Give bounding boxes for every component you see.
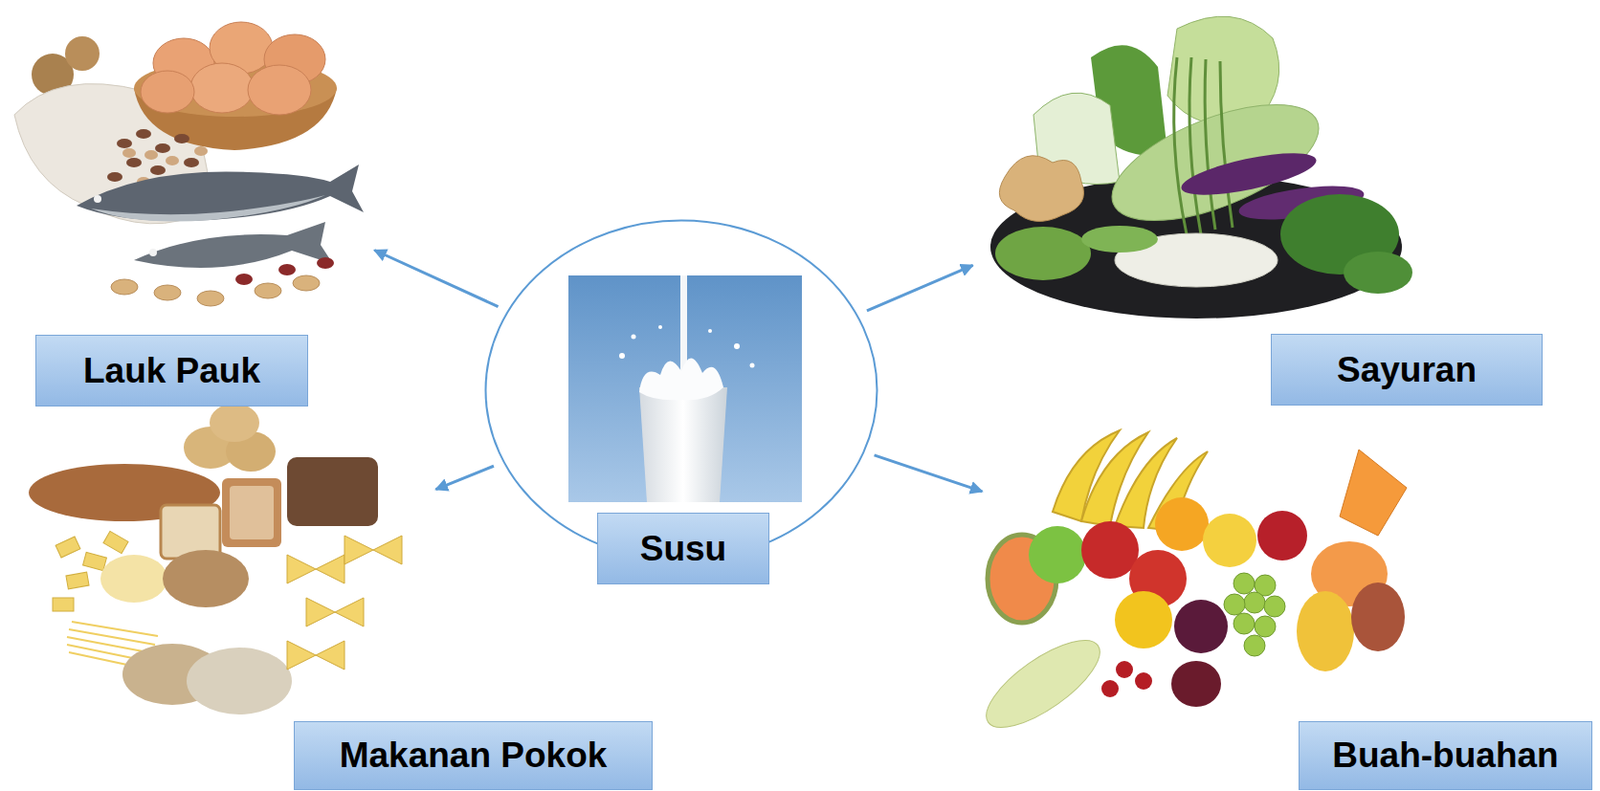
fruits-picture [974,430,1407,743]
milk-circle: Susu [484,219,879,562]
vegetables-picture [990,16,1413,319]
group-label: Lauk Pauk [35,334,309,407]
circle-outline [484,219,879,562]
group-label: Buah-buahan [1298,721,1593,791]
arrow-connector [866,265,974,311]
group-label: Makanan Pokok [293,721,653,791]
arrow-connector [435,466,494,489]
arrow-connector [374,250,498,308]
food-group: Makanan Pokok [20,428,429,722]
food-group: Lauk Pauk [10,20,368,312]
food-group: Sayuran [979,4,1419,333]
group-label: Susu [597,512,770,585]
circle-border [486,221,878,561]
staple-foods-picture [28,403,402,715]
milk-picture [568,275,802,503]
food-group: Buah-buahan [989,418,1440,722]
protein-foods-picture [14,22,364,307]
group-label: Sayuran [1270,333,1543,406]
arrow-connector [874,455,983,492]
